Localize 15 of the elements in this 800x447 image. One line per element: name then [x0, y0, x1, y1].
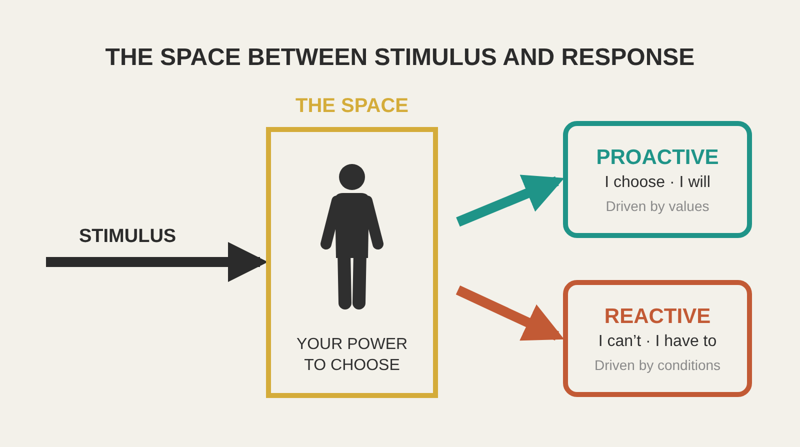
- box-subtext: Driven by conditions: [594, 357, 721, 373]
- proactive-box: [563, 121, 752, 238]
- diagram-title: THE SPACE BETWEEN STIMULUS AND RESPONSE: [104, 44, 696, 72]
- frame-caption: YOUR POWER TO CHOOSE: [295, 335, 409, 376]
- box-statement: I choose · I will: [604, 174, 710, 192]
- box-statement: I can’t · I have to: [598, 333, 717, 351]
- box-subtext: Driven by values: [606, 198, 710, 214]
- frame-heading: THE SPACE: [294, 95, 410, 118]
- edge-label: STIMULUS: [79, 226, 176, 248]
- box-heading: PROACTIVE: [596, 146, 719, 170]
- reactive-box: [563, 280, 752, 397]
- box-heading: REACTIVE: [604, 305, 711, 329]
- arrow: [456, 174, 564, 227]
- arrow: [456, 285, 564, 341]
- arrow: [46, 242, 268, 282]
